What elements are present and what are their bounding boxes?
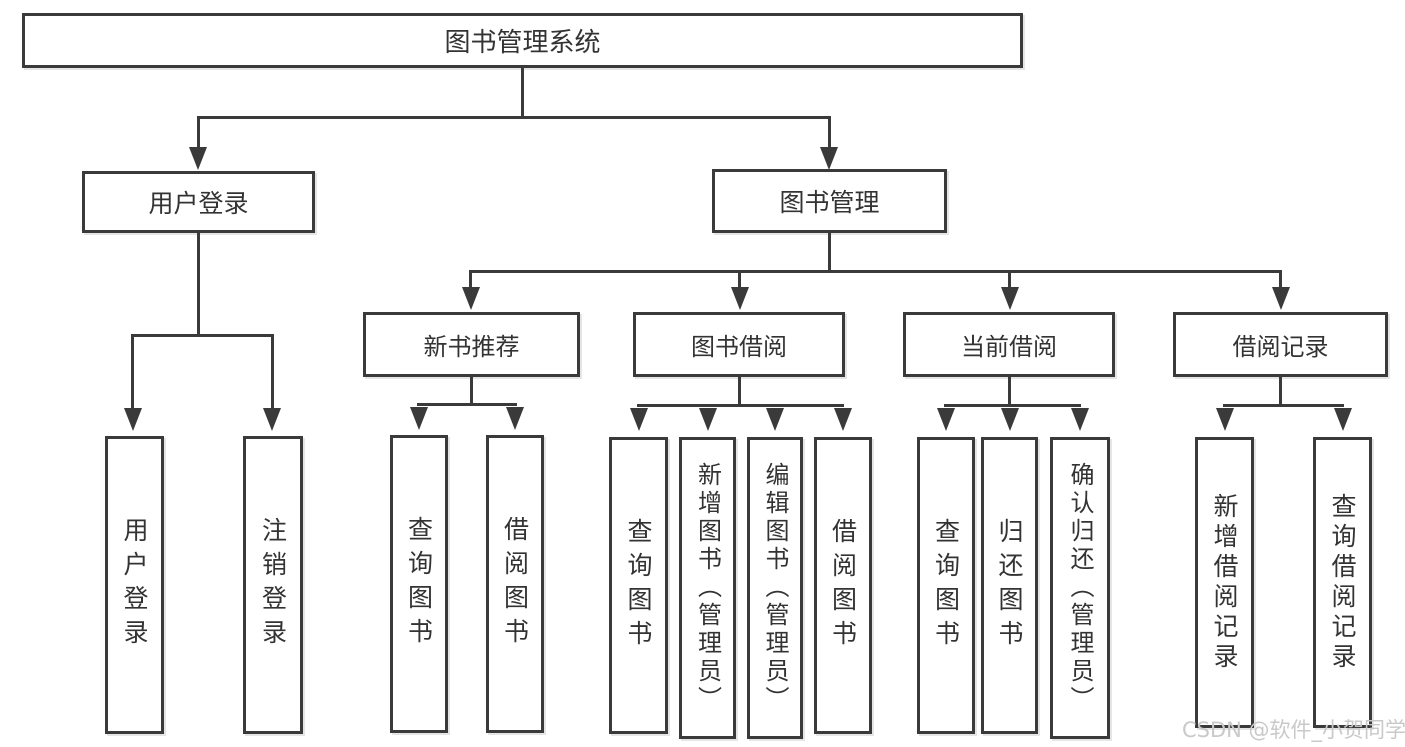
- connector-borrow-horizontal: [637, 404, 844, 407]
- leaf-add-books-admin: 新增图书（管理员）: [679, 437, 736, 739]
- connector-current-drop: [1008, 377, 1011, 406]
- node-book-borrow: 图书借阅: [633, 312, 845, 377]
- node-label: 当前借阅: [961, 333, 1057, 361]
- arrowhead-down-icon: [124, 408, 142, 431]
- connector-mgmt-stub-1: [469, 270, 472, 289]
- connector-newbook-drop: [470, 377, 473, 405]
- leaf-label: 借阅图书: [828, 517, 858, 654]
- node-label: 用户登录: [148, 189, 249, 218]
- leaf-user-login: 用户登录: [105, 436, 164, 734]
- leaf-label: 确认归还（管理员）: [1066, 462, 1094, 714]
- arrowhead-down-icon: [937, 408, 955, 431]
- connector-newbook-horizontal: [417, 403, 517, 406]
- connector-l1-stub-left: [197, 116, 200, 148]
- connector-login-horizontal: [131, 334, 274, 337]
- csdn-watermark: CSDN @软件_小贺同学: [1182, 718, 1405, 742]
- node-user-login: 用户登录: [82, 171, 315, 233]
- connector-login-drop: [197, 233, 200, 335]
- leaf-add-borrow-record: 新增借阅记录: [1195, 437, 1254, 728]
- leaf-borrow-books-newbook: 借阅图书: [486, 435, 544, 733]
- leaf-label: 查询图书: [404, 516, 434, 652]
- node-new-book-recommend: 新书推荐: [363, 312, 580, 377]
- leaf-query-books-borrow: 查询图书: [609, 437, 668, 734]
- connector-login-stub-left: [131, 334, 134, 410]
- arrowhead-down-icon: [766, 408, 784, 431]
- leaf-label: 查询图书: [931, 517, 961, 654]
- connector-mgmt-stub-3: [1008, 270, 1011, 289]
- connector-l1-stub-right: [828, 116, 831, 148]
- leaf-borrow-books-borrow: 借阅图书: [814, 437, 872, 734]
- arrowhead-down-icon: [189, 147, 207, 170]
- leaf-label: 新增借阅记录: [1210, 492, 1239, 673]
- connector-l1-horizontal: [197, 116, 831, 119]
- arrowhead-down-icon: [1071, 408, 1089, 431]
- leaf-label: 注销登录: [258, 517, 288, 653]
- arrowhead-down-icon: [462, 287, 480, 310]
- leaf-query-books-newbook: 查询图书: [390, 435, 448, 733]
- leaf-label: 查询借阅记录: [1328, 492, 1357, 673]
- leaf-return-books: 归还图书: [981, 437, 1038, 734]
- connector-mgmt-stub-2: [738, 270, 741, 289]
- connector-login-stub-right: [271, 334, 274, 410]
- arrowhead-down-icon: [506, 407, 524, 430]
- arrowhead-down-icon: [630, 408, 648, 431]
- leaf-query-borrow-record: 查询借阅记录: [1313, 437, 1372, 728]
- arrowhead-down-icon: [410, 407, 428, 430]
- arrowhead-down-icon: [263, 408, 281, 431]
- arrowhead-down-icon: [820, 147, 838, 170]
- arrowhead-down-icon: [699, 408, 717, 431]
- node-borrow-records: 借阅记录: [1173, 312, 1388, 377]
- node-label: 借阅记录: [1232, 333, 1329, 361]
- connector-mgmt-stub-4: [1279, 270, 1282, 289]
- arrowhead-down-icon: [1001, 408, 1019, 431]
- leaf-label: 查询图书: [624, 517, 653, 654]
- arrowhead-down-icon: [1001, 287, 1019, 310]
- arrowhead-down-icon: [1334, 408, 1352, 431]
- leaf-confirm-return-admin: 确认归还（管理员）: [1050, 437, 1110, 739]
- node-label: 图书管理系统: [444, 28, 601, 58]
- connector-mgmt-horizontal: [469, 270, 1282, 273]
- arrowhead-down-icon: [731, 287, 749, 310]
- connector-root-drop: [521, 68, 524, 117]
- connector-records-horizontal: [1223, 404, 1344, 407]
- node-current-borrow: 当前借阅: [903, 312, 1115, 377]
- leaf-label: 编辑图书（管理员）: [761, 462, 789, 714]
- leaf-label: 新增图书（管理员）: [693, 462, 722, 714]
- node-label: 图书管理: [779, 188, 880, 217]
- leaf-label: 借阅图书: [500, 516, 530, 652]
- connector-mgmt-drop: [828, 233, 831, 272]
- node-label: 新书推荐: [423, 333, 520, 361]
- leaf-query-books-current: 查询图书: [917, 437, 975, 734]
- node-book-management: 图书管理: [712, 169, 947, 233]
- connector-records-drop: [1279, 377, 1282, 404]
- arrowhead-down-icon: [1216, 408, 1234, 431]
- arrowhead-down-icon: [834, 408, 852, 431]
- leaf-label: 用户登录: [120, 517, 149, 653]
- node-library-management-system: 图书管理系统: [22, 13, 1023, 68]
- leaf-logout: 注销登录: [243, 436, 303, 734]
- node-label: 图书借阅: [691, 333, 787, 361]
- leaf-edit-books-admin: 编辑图书（管理员）: [747, 437, 803, 739]
- connector-borrow-drop: [738, 377, 741, 406]
- leaf-label: 归还图书: [995, 517, 1024, 654]
- arrowhead-down-icon: [1272, 287, 1290, 310]
- connector-current-horizontal: [944, 404, 1081, 407]
